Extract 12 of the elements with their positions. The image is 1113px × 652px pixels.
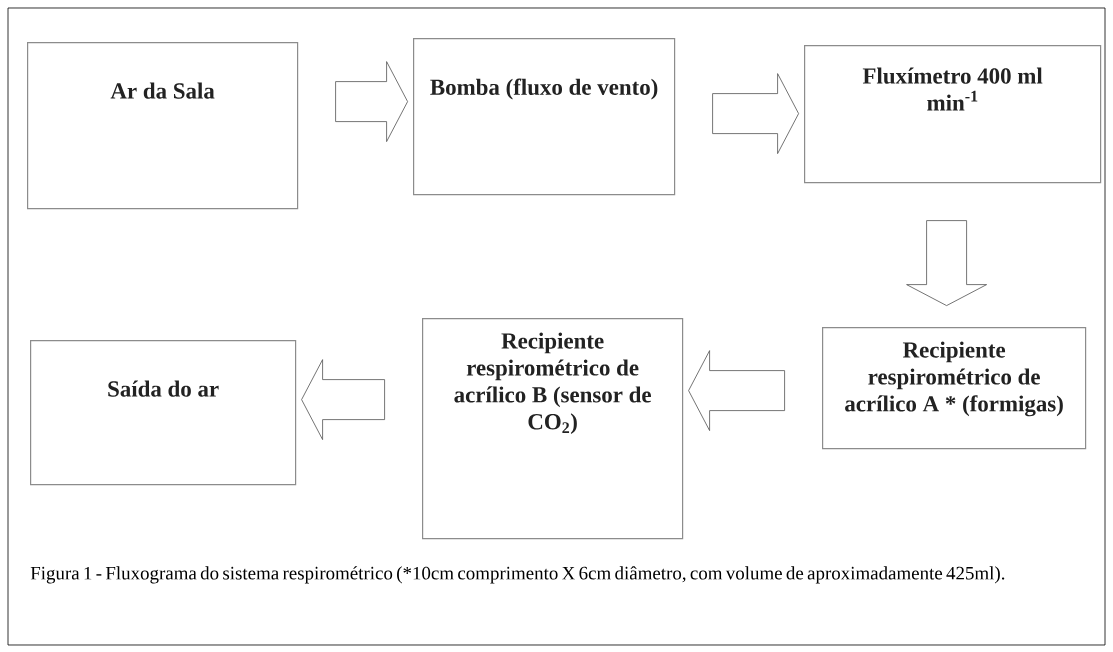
caption: Figura 1 - Fluxograma do sistema respirométrico (*10cm comprimento X 6cm diâmetro, com volume de aproximadamente 425ml). — [30, 566, 1005, 584]
process-box: Saída do ar — [30, 340, 297, 486]
process-box: Ar da Sala — [27, 42, 299, 210]
process-box: Recipiente respirométrico de acrílico A * (formigas) — [822, 327, 1087, 450]
block-arrow — [712, 73, 799, 154]
block-arrow — [301, 359, 385, 440]
process-box: Recipiente respirométrico de acrílico B (sensor de CO$_{2}$) — [422, 318, 684, 540]
block-arrow — [335, 61, 408, 142]
process-box: Fluxímetro 400 ml min$^{-1}$ — [804, 45, 1102, 184]
process-box: Bomba (fluxo de vento) — [413, 38, 676, 196]
block-arrow — [688, 350, 785, 431]
block-arrow — [906, 220, 987, 306]
